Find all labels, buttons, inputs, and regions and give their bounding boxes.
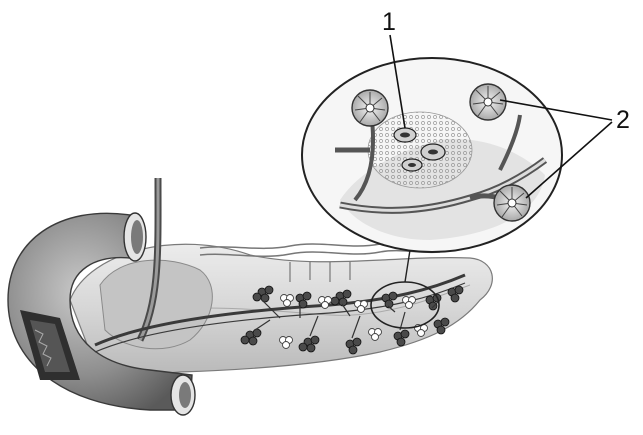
- acinus-upper-right: [470, 84, 506, 120]
- magnified-inset: [302, 58, 562, 252]
- label-1: 1: [382, 8, 396, 36]
- acinus-upper-left: [352, 90, 388, 126]
- islet-of-langerhans: [368, 112, 472, 188]
- label-2: 2: [616, 106, 630, 134]
- acinus-lower-right: [494, 185, 530, 221]
